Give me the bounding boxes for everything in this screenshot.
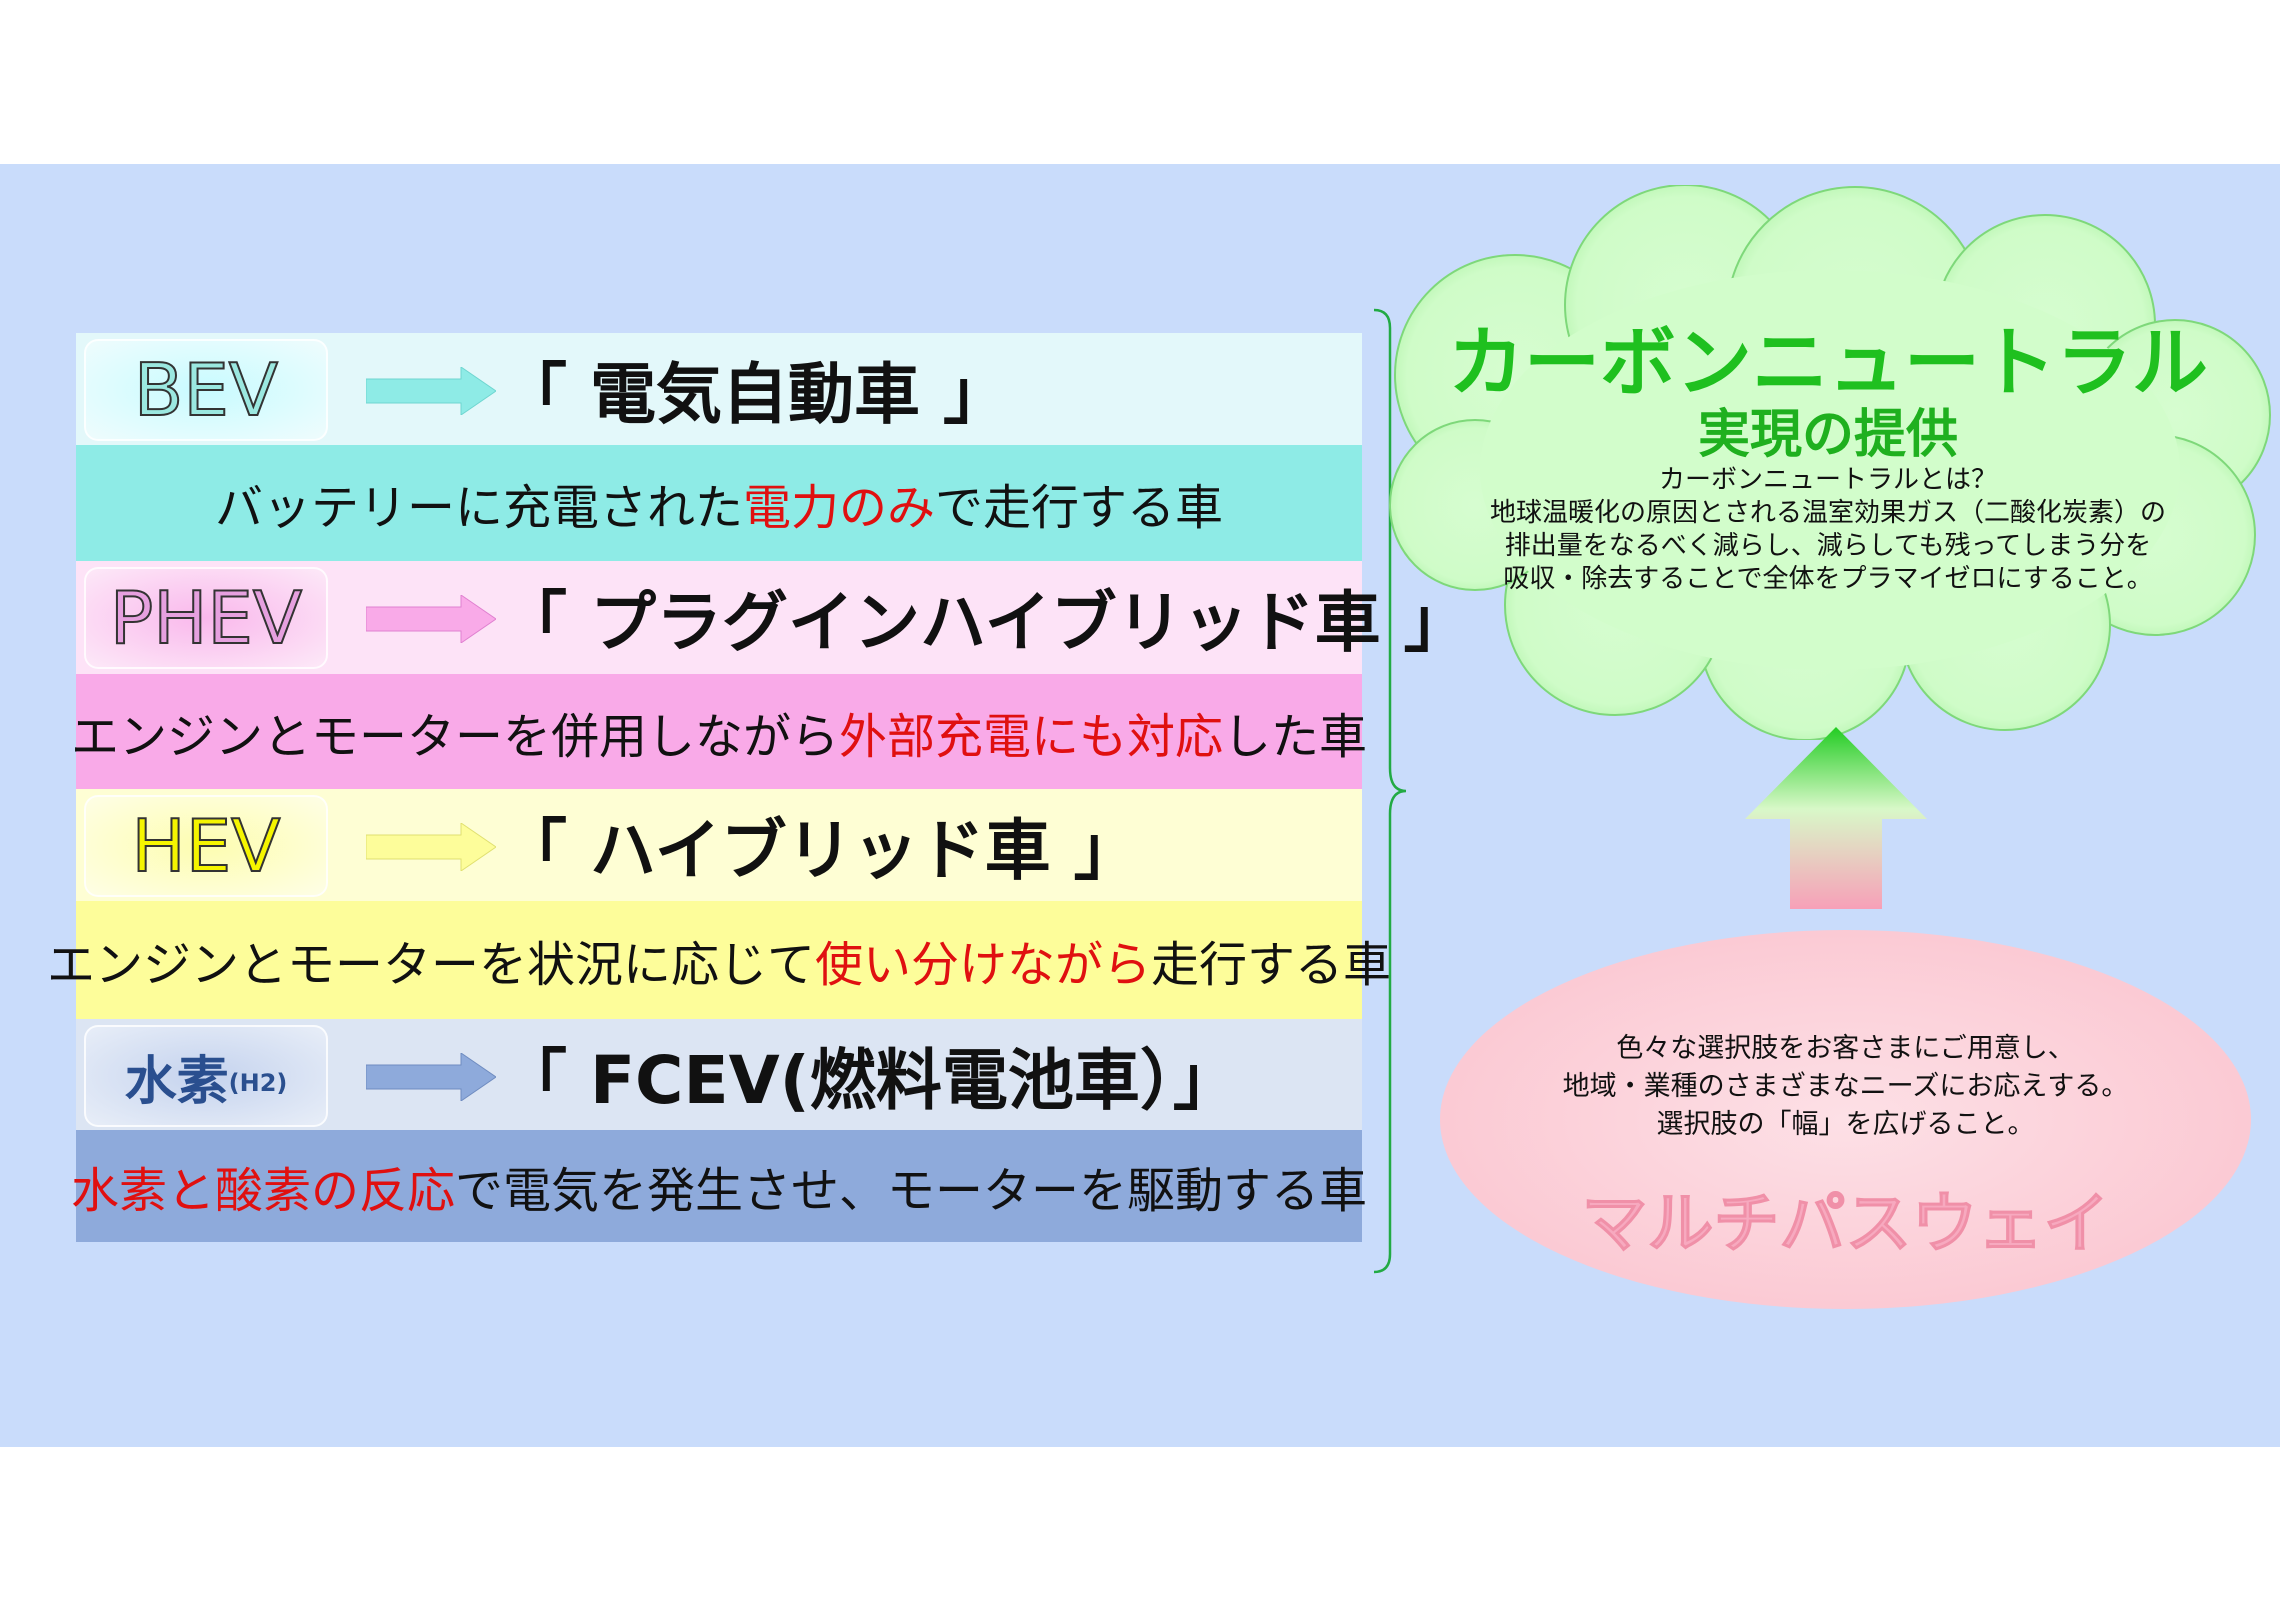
desc-text: バッテリーに充電された [214, 480, 743, 536]
multipathway-line: 色々な選択肢をお客さまにご用意し、 [1616, 1033, 2075, 1064]
carbon-line: 排出量をなるべく減らし、減らしても残ってしまう分を [1504, 531, 2152, 561]
desc-text: で走行する車 [935, 480, 1224, 536]
desc-text: エンジンとモーターを併用しながら [70, 708, 839, 765]
carbon-neutral-text: カーボンニュートラル 実現の提供 カーボンニュートラルとは？ 地球温暖化の原因と… [1388, 320, 2268, 596]
phev-description: エンジンとモーターを併用しながら外部充電にも対応した車 [71, 674, 1367, 789]
multipathway-ellipse [1440, 930, 2251, 1309]
desc-text: エンジンとモーターを状況に応じて [46, 937, 815, 993]
bev-badge: BEV [84, 339, 328, 441]
vehicle-types-panel: BEV 「 電気自動車 」 バッテリーに充電された電力のみで走行する車 PHEV… [47, 333, 1470, 1242]
carbon-neutral-subtitle: 実現の提供 [1697, 405, 1958, 465]
phev-name: 「 プラグインハイブリッド車 」 [501, 584, 1470, 661]
multipathway-line: 選択肢の「幅」を広げること。 [1656, 1109, 2035, 1140]
multipathway-text: 色々な選択肢をお客さまにご用意し、 地域・業種のさまざまなニーズにお応えする。 … [1440, 1030, 2251, 1144]
phev-badge: PHEV [84, 567, 328, 669]
hev-name: 「 ハイブリッド車 」 [501, 812, 1140, 889]
desc-text: 走行する車 [1151, 937, 1392, 993]
hev-title-row: HEV 「 ハイブリッド車 」 [76, 789, 1362, 901]
right-arrow-icon [366, 1053, 496, 1101]
hev-description: エンジンとモーターを状況に応じて使い分けながら走行する車 [47, 901, 1391, 1019]
multipathway-line: 地域・業種のさまざまなニーズにお応えする。 [1562, 1071, 2129, 1102]
fcev-name: 「 FCEV(燃料電池車）」 [501, 1042, 1239, 1119]
hev-badge: HEV [84, 795, 328, 897]
carbon-line: カーボンニュートラルとは？ [1658, 465, 1997, 495]
fcev-title-row: 水素(H2) 「 FCEV(燃料電池車）」 [76, 1019, 1362, 1130]
right-arrow-icon [366, 367, 496, 415]
fcev-description: 水素と酸素の反応で電気を発生させ、モーターを駆動する車 [71, 1130, 1367, 1242]
desc-highlight: 電力のみ [742, 480, 935, 536]
badge-text: 水素 [124, 1051, 229, 1112]
right-brace [1373, 308, 1407, 1274]
cloud-shape [1389, 185, 2271, 740]
carbon-line: 吸収・除去することで全体をプラマイゼロにすること。 [1503, 564, 2153, 594]
right-arrow-icon [366, 823, 496, 871]
desc-text: で電気を発生させ、モーターを駆動する車 [455, 1163, 1368, 1219]
bev-description: バッテリーに充電された電力のみで走行する車 [76, 445, 1362, 561]
phev-title-row: PHEV 「 プラグインハイブリッド車 」 [76, 561, 1470, 674]
fcev-badge: 水素(H2) [84, 1025, 328, 1127]
desc-highlight: 使い分けながら [815, 937, 1152, 993]
carbon-neutral-title: カーボンニュートラル [1448, 318, 2208, 407]
badge-subscript: (H2) [228, 1069, 288, 1097]
up-arrow-icon [1745, 727, 1927, 909]
bev-name: 「 電気自動車 」 [501, 356, 1009, 433]
multipathway-title: マルチパスウェイ [1581, 1185, 2110, 1263]
desc-highlight: 外部充電にも対応 [839, 708, 1224, 765]
bev-title-row: BEV 「 電気自動車 」 [76, 333, 1362, 445]
right-arrow-icon [366, 595, 496, 643]
desc-text: した車 [1223, 708, 1368, 765]
carbon-line: 地球温暖化の原因とされる温室効果ガス（二酸化炭素）の [1489, 498, 2166, 528]
desc-highlight: 水素と酸素の反応 [70, 1163, 455, 1219]
